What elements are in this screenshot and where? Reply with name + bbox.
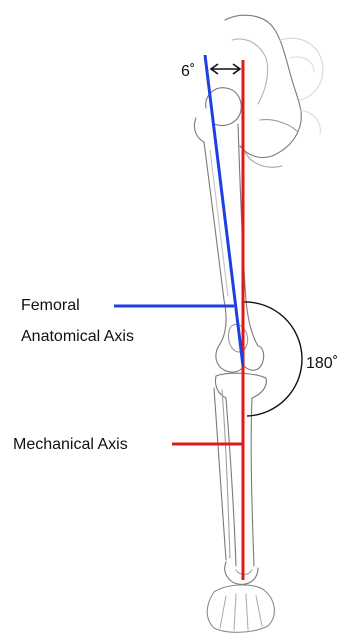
femoral-axis-label-line1: Femoral: [21, 296, 80, 315]
mechanical-axis-label: Mechanical Axis: [13, 435, 128, 454]
femoral-axis-line: [205, 55, 243, 366]
foot: [207, 585, 274, 632]
ankle: [225, 562, 258, 584]
angle-180-label: 180˚: [306, 354, 338, 373]
greater-trochanter: [194, 118, 204, 142]
angle-6-label: 6˚: [181, 62, 195, 81]
pelvis: [225, 15, 301, 157]
angle-arrow: [211, 64, 240, 74]
femoral-axis-label-line2: Anatomical Axis: [21, 327, 134, 346]
bone-drawing: [194, 15, 322, 632]
tibial-plateau: [216, 373, 266, 398]
femur: [204, 142, 226, 344]
